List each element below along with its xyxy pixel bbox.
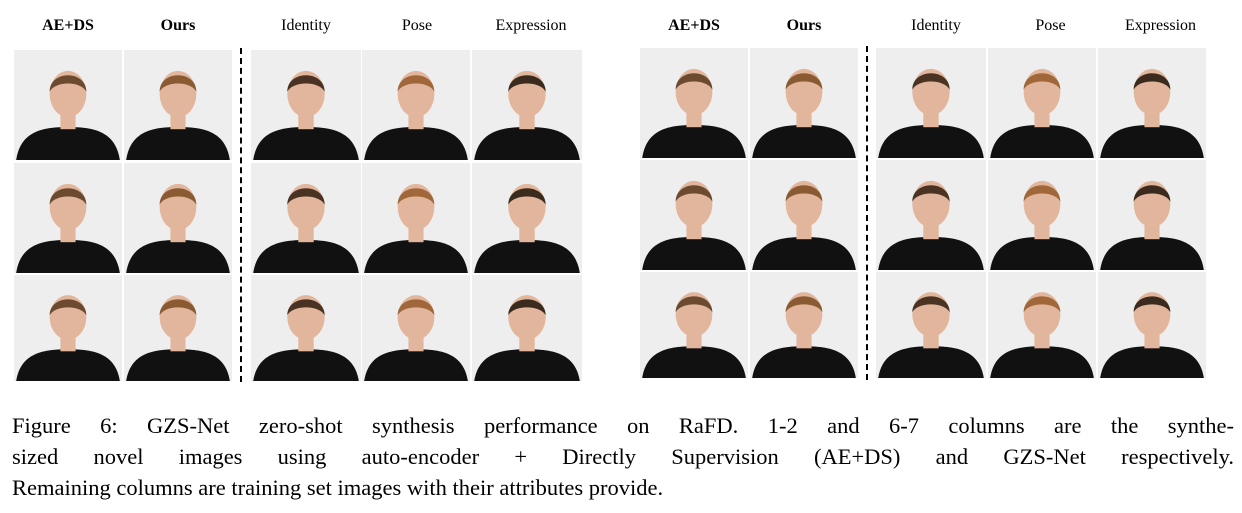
panel2-photo <box>876 48 986 158</box>
caption-line: sized novel images using auto-encoder + … <box>12 444 1234 469</box>
panel1-header-identity: Identity <box>281 17 331 34</box>
panel2-photo <box>876 272 986 378</box>
panel1-photo <box>124 163 232 273</box>
panel2-photo <box>1098 48 1206 158</box>
panel1-header-ae-ds: AE+DS <box>42 17 94 34</box>
panel2-photo <box>640 160 748 270</box>
panel1-photo <box>14 275 122 381</box>
panel1-photo <box>251 50 361 160</box>
panel1-header-expression: Expression <box>495 17 567 34</box>
caption-line: Figure 6: GZS-Net zero-shot synthesis pe… <box>12 413 1234 438</box>
panel2-header-identity: Identity <box>911 17 961 34</box>
panel2-photo <box>750 160 858 270</box>
panel1-header-ours: Ours <box>160 17 196 34</box>
panel2-photo <box>876 160 986 270</box>
panel2-photo <box>988 160 1096 270</box>
panel2-photo <box>640 48 748 158</box>
panel1-header-pose: Pose <box>401 17 433 34</box>
panel1-photo <box>472 163 582 273</box>
caption-line: Remaining columns are training set image… <box>12 475 664 500</box>
panel2-header-expression: Expression <box>1124 17 1197 34</box>
panel1-photo <box>124 275 232 381</box>
panel2-photo <box>750 272 858 378</box>
panel1-photo <box>362 50 470 160</box>
panel1-photo <box>251 275 361 381</box>
panel1-photo <box>472 275 582 381</box>
panel1-photo <box>362 275 470 381</box>
panel2-photo <box>988 48 1096 158</box>
panel1-photo <box>251 163 361 273</box>
figure-caption: Figure 6: GZS-Net zero-shot synthesis pe… <box>12 410 1234 503</box>
panel1-photo <box>124 50 232 160</box>
panel2-dashed-divider <box>866 46 868 380</box>
panel2-header-ae-ds: AE+DS <box>668 17 720 34</box>
panel1-photo <box>14 163 122 273</box>
panel2-photo <box>988 272 1096 378</box>
panel2-photo <box>1098 160 1206 270</box>
panel2-photo <box>640 272 748 378</box>
panel2-header-ours: Ours <box>786 17 822 34</box>
panel1-dashed-divider <box>240 48 242 382</box>
panel2-photo <box>750 48 858 158</box>
panel1-photo <box>14 50 122 160</box>
panel1-photo <box>472 50 582 160</box>
panel1-photo <box>362 163 470 273</box>
panel2-photo <box>1098 272 1206 378</box>
panel2-header-pose: Pose <box>1035 17 1066 34</box>
